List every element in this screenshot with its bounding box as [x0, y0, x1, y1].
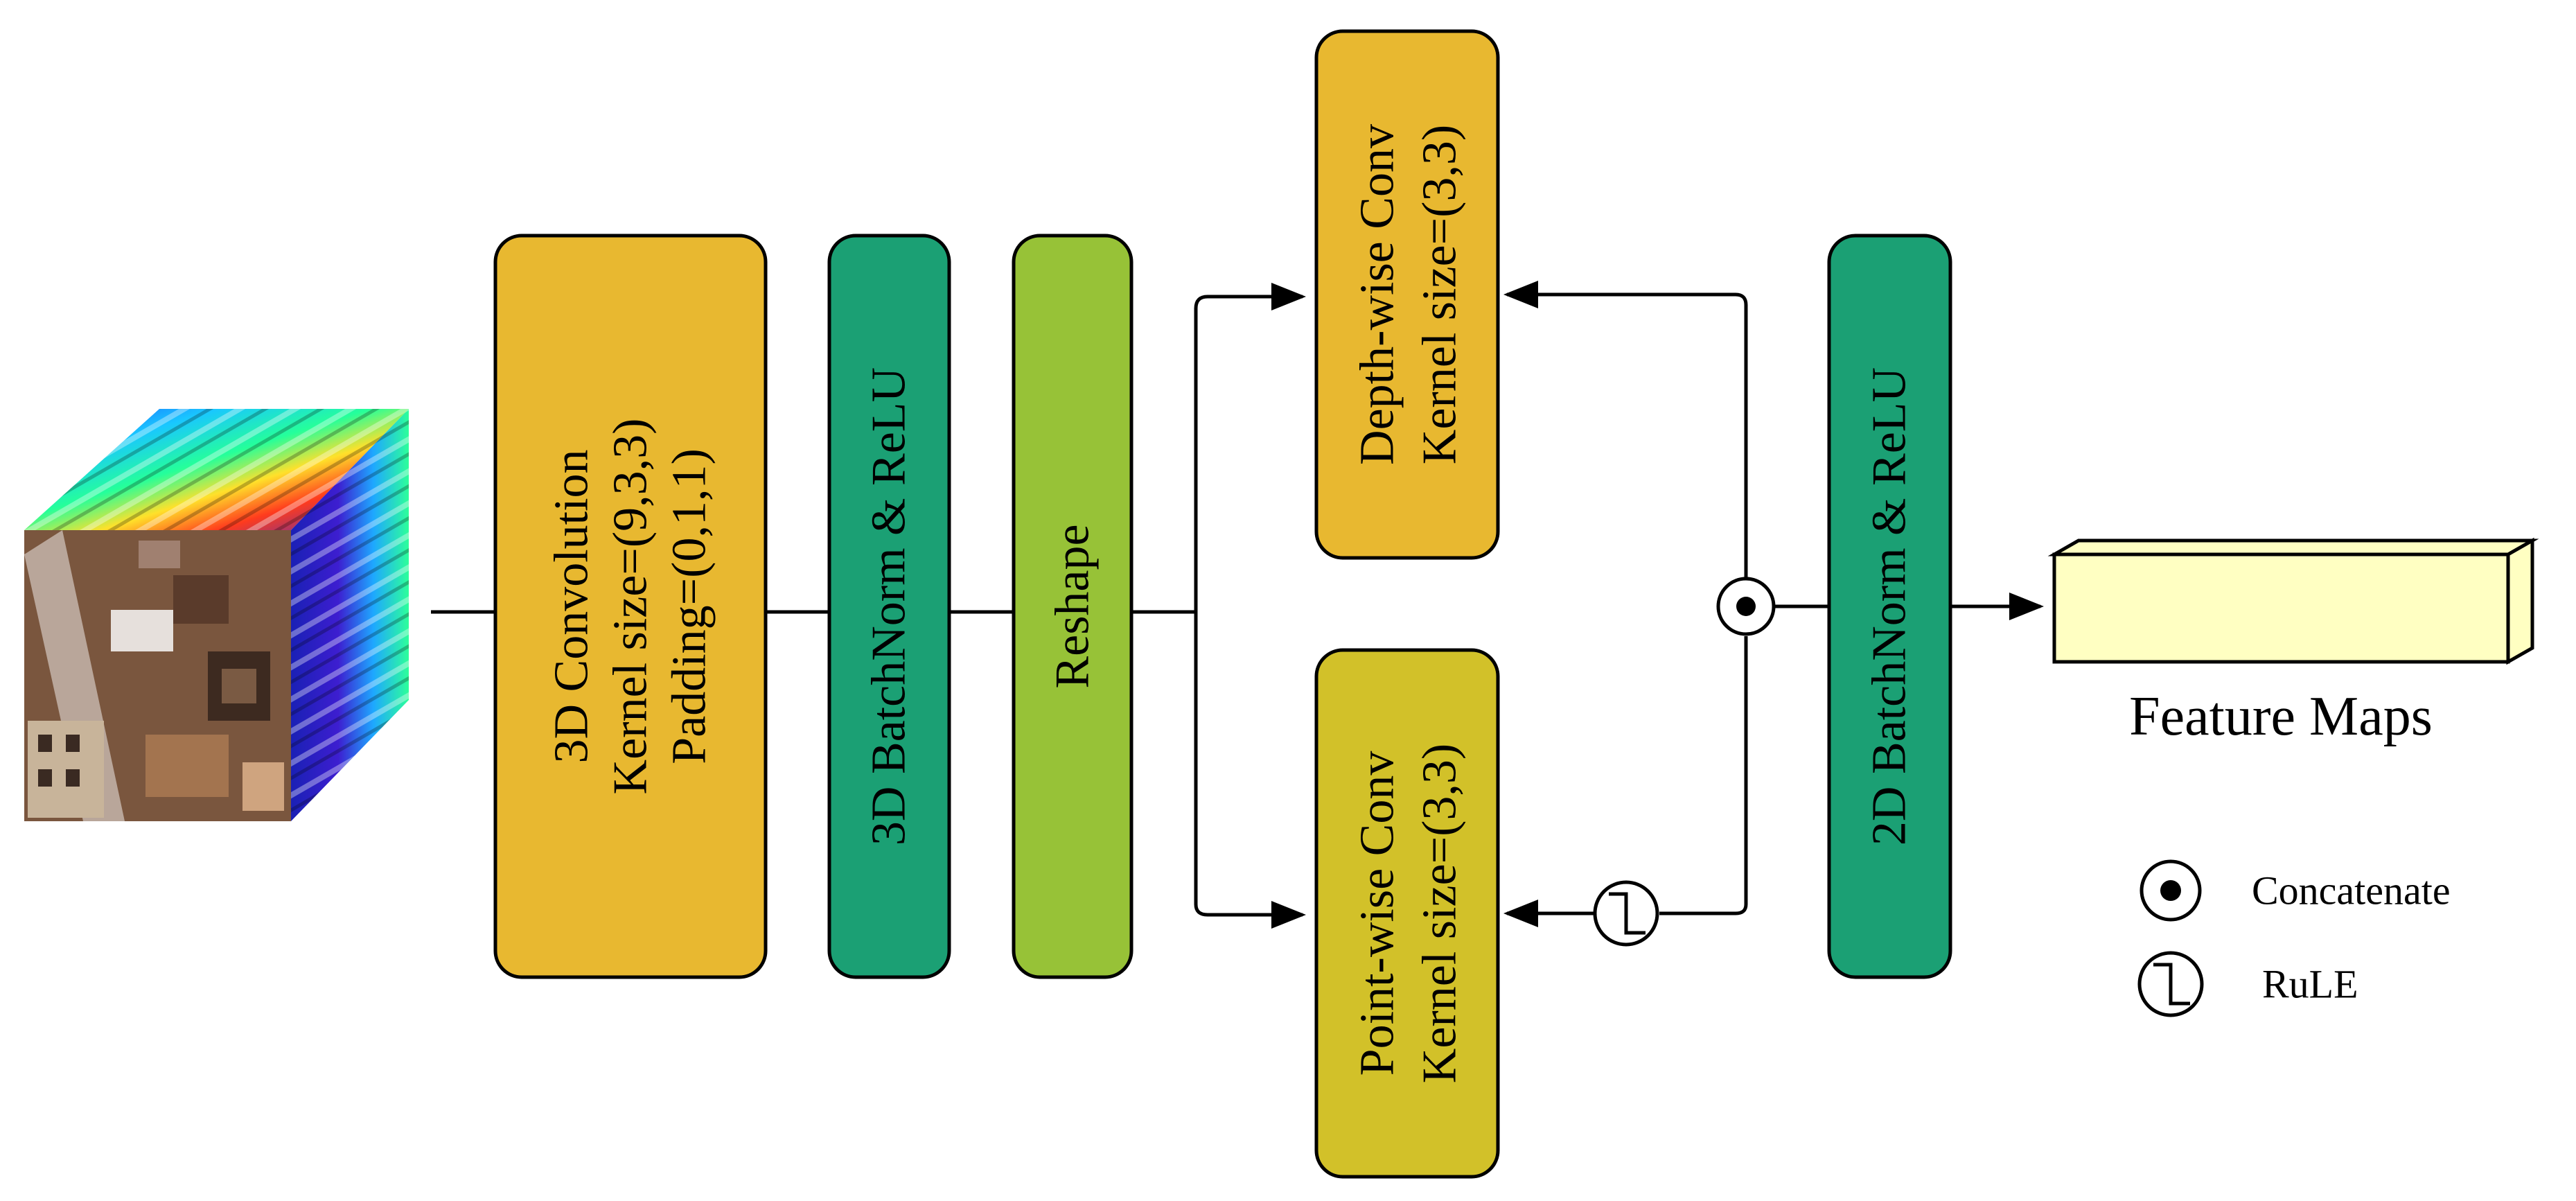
pointwise-line2: Kernel size=(3,3)	[1413, 744, 1467, 1083]
bn2d-label: 2D BatchNorm & ReLU	[1863, 367, 1916, 845]
legend: Concatenate RuLE	[2137, 859, 2451, 1017]
legend-concatenate-label: Concatenate	[2252, 868, 2451, 913]
pointwise-box	[1314, 648, 1500, 1179]
bn3d-box	[827, 234, 951, 979]
legend-relu-icon	[2137, 951, 2204, 1017]
bn3d-block: 3D BatchNorm & ReLU	[827, 234, 951, 979]
pointwise-block: Point-wise Conv Kernel size=(3,3)	[1314, 648, 1500, 1179]
input-cube	[24, 409, 409, 821]
depthwise-box	[1314, 29, 1500, 560]
aerial-image-face	[24, 530, 291, 821]
conv3d-line3: Padding=(0,1,1)	[663, 448, 716, 764]
legend-concatenate-icon	[2140, 859, 2202, 922]
conv3d-line2: Kernel size=(9,3,3)	[604, 419, 658, 795]
depthwise-line1: Depth-wise Conv	[1351, 124, 1404, 465]
cube-side-stripes	[291, 409, 409, 821]
feature-maps-label: Feature Maps	[2129, 686, 2433, 747]
bn3d-label: 3D BatchNorm & ReLU	[863, 367, 916, 845]
relu-icon	[1593, 880, 1659, 947]
reshape-label: Reshape	[1046, 524, 1100, 688]
reshape-block: Reshape	[1012, 234, 1133, 979]
feature-maps-output: Feature Maps	[2047, 537, 2539, 747]
bn2d-box	[1827, 234, 1952, 979]
feature-map-top	[2047, 538, 2539, 556]
pointwise-line1: Point-wise Conv	[1351, 751, 1404, 1076]
connectors	[431, 281, 2044, 929]
conv3d-box	[493, 234, 768, 979]
concatenate-icon	[1716, 577, 1776, 636]
bn2d-block: 2D BatchNorm & ReLU	[1827, 234, 1952, 979]
feature-map-front	[2052, 552, 2510, 664]
depthwise-line2: Kernel size=(3,3)	[1413, 125, 1467, 464]
reshape-box	[1012, 234, 1133, 979]
cube-top-stripes	[24, 409, 409, 530]
feature-map-side	[2506, 537, 2534, 665]
legend-relu-label: RuLE	[2262, 962, 2358, 1007]
conv3d-line1: 3D Convolution	[545, 449, 599, 763]
conv3d-block: 3D Convolution Kernel size=(9,3,3) Paddi…	[493, 234, 768, 979]
depthwise-block: Depth-wise Conv Kernel size=(3,3)	[1314, 29, 1500, 560]
